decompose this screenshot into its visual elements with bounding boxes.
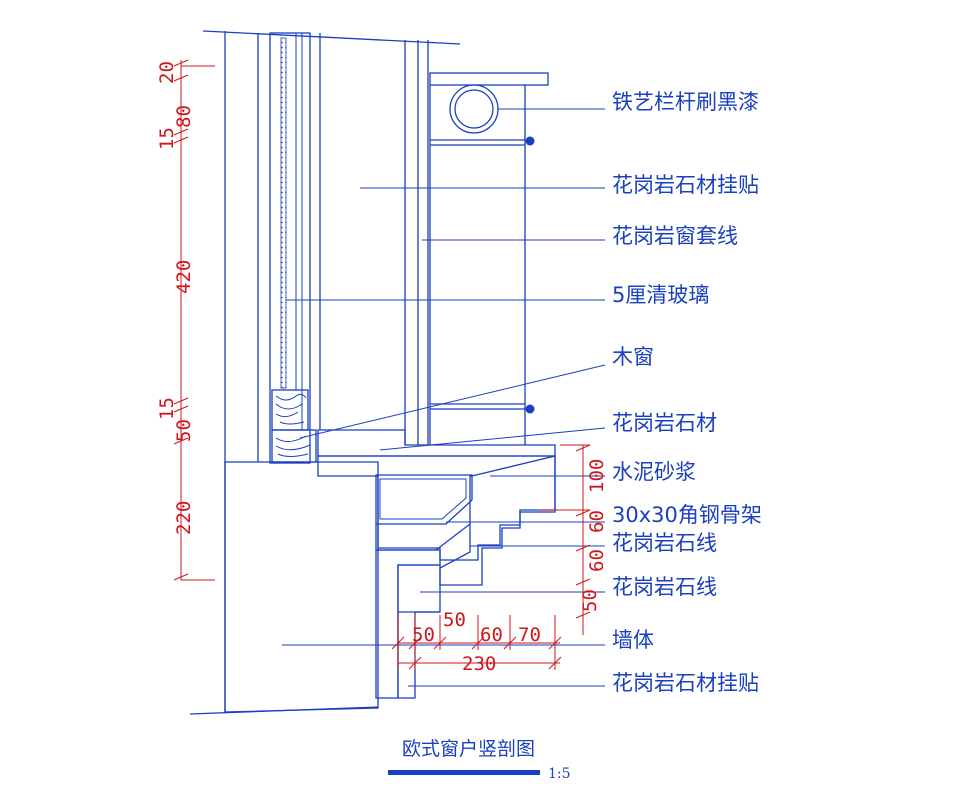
dim-left-80: 80 [173,105,195,128]
left-dimensions [173,59,215,581]
granite-trim [319,33,429,445]
label-wall: 墙体 [612,628,654,652]
dim-bottom-50-b: 50 [443,609,466,631]
wall-structure [189,30,461,715]
dimension-text: 20 80 15 420 15 50 220 100 60 60 50 50 5… [156,61,608,675]
callout-labels: 铁艺栏杆刷黑漆 花岗岩石材挂贴 花岗岩窗套线 5厘清玻璃 木窗 花岗岩石材 水泥… [612,90,762,695]
label-granite-line-2: 花岗岩石线 [612,575,717,599]
glass-pane [280,37,287,389]
label-iron-railing: 铁艺栏杆刷黑漆 [612,90,759,114]
label-angle-steel-frame: 30x30角钢骨架 [612,503,762,527]
label-clear-glass: 5厘清玻璃 [612,283,709,307]
label-granite-line-1: 花岗岩石线 [612,531,717,555]
dim-left-15-top: 15 [156,127,178,150]
dim-bottom-60: 60 [480,624,503,646]
wood-window [269,32,317,464]
label-wood-window: 木窗 [612,345,654,369]
dim-left-15-bottom: 15 [156,397,178,420]
label-cement-mortar: 水泥砂浆 [612,460,696,484]
dim-right-60-a: 60 [586,510,608,533]
right-dimensions [540,444,591,635]
dim-right-50: 50 [579,589,601,612]
dim-bottom-50-a: 50 [412,624,435,646]
dim-right-100: 100 [586,459,608,493]
dim-right-60-b: 60 [586,549,608,572]
iron-railing [429,72,549,445]
leader-lines [282,108,606,687]
dim-left-20: 20 [156,61,178,84]
dim-left-420: 420 [173,260,195,294]
label-granite-cladding-top: 花岗岩石材挂贴 [612,173,759,197]
dim-left-50: 50 [173,419,195,442]
bottom-dimensions [391,615,562,670]
window-sill [317,429,556,699]
dim-left-220: 220 [173,501,195,535]
label-granite-stone: 花岗岩石材 [612,411,717,435]
scale-text: 1:5 [548,766,571,782]
label-granite-cladding-bottom: 花岗岩石材挂贴 [612,671,759,695]
title-underline [388,770,540,775]
drawing-title: 欧式窗户竖剖图 1:5 [388,738,571,782]
dim-bottom-230: 230 [462,653,496,675]
label-granite-window-trim: 花岗岩窗套线 [612,224,738,248]
title-text: 欧式窗户竖剖图 [402,738,535,760]
dim-bottom-70: 70 [518,624,541,646]
